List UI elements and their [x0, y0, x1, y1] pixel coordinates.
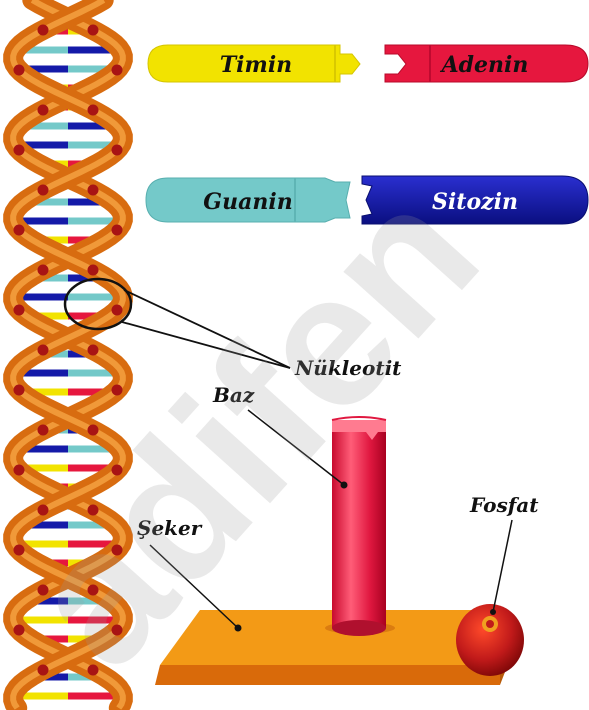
- phosphate-dot: [38, 665, 49, 676]
- phosphate-dot: [88, 105, 99, 116]
- fosfat-label: Fosfat: [469, 493, 539, 517]
- phosphate-dot: [14, 305, 25, 316]
- fosfat-leader-line: [493, 520, 512, 612]
- phosphate-dot: [88, 505, 99, 516]
- base-rod: [332, 417, 386, 636]
- phosphate-dot: [38, 25, 49, 36]
- phosphate-dot: [112, 625, 123, 636]
- phosphate-dot: [38, 105, 49, 116]
- phosphate-dot: [88, 265, 99, 276]
- phosphate-dot: [88, 25, 99, 36]
- phosphate-dot: [88, 425, 99, 436]
- fosfat-pointer-dot: [490, 609, 496, 615]
- phosphate-dot: [14, 625, 25, 636]
- phosphate-ball: [456, 604, 524, 676]
- phosphate-dot: [112, 305, 123, 316]
- phosphate-dot: [88, 585, 99, 596]
- guanin-label: Guanin: [203, 189, 292, 215]
- phosphate-dot: [88, 185, 99, 196]
- seker-pointer-dot: [235, 625, 242, 632]
- phosphate-dot: [14, 145, 25, 156]
- phosphate-dot: [38, 345, 49, 356]
- phosphate-dot: [112, 65, 123, 76]
- phosphate-dot: [112, 145, 123, 156]
- baz-pointer-dot: [341, 482, 348, 489]
- adenin-label: Adenin: [440, 52, 529, 78]
- sitozin-label: Sitozin: [432, 189, 518, 215]
- phosphate-dot: [14, 385, 25, 396]
- baz-label: Baz: [212, 383, 255, 407]
- phosphate-dot: [14, 65, 25, 76]
- phosphate-dot: [38, 585, 49, 596]
- phosphate-dot: [88, 345, 99, 356]
- phosphate-dot: [38, 425, 49, 436]
- dna-double-helix: [13, 0, 123, 708]
- phosphate-dot: [14, 225, 25, 236]
- nukleotit-label: Nükleotit: [294, 356, 402, 380]
- seker-label: Şeker: [137, 516, 203, 540]
- phosphate-dot: [14, 465, 25, 476]
- seker-leader-line: [150, 545, 238, 628]
- phosphate-dot: [112, 385, 123, 396]
- phosphate-dot: [112, 465, 123, 476]
- phosphate-dot: [112, 545, 123, 556]
- phosphate-dot: [38, 185, 49, 196]
- phosphate-dot: [112, 225, 123, 236]
- phosphate-dot: [14, 545, 25, 556]
- phosphate-dot: [38, 265, 49, 276]
- timin-label: Timin: [220, 52, 292, 78]
- phosphate-dot: [38, 505, 49, 516]
- phosphate-dot: [88, 665, 99, 676]
- baz-leader-line: [248, 410, 344, 485]
